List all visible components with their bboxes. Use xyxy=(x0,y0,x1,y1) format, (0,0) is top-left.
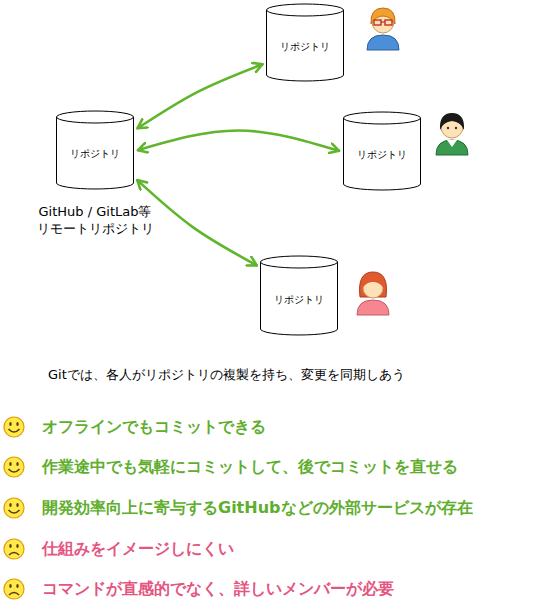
repository-cylinder: リポジトリ xyxy=(343,112,421,190)
list-item-text: 作業途中でも気軽にコミットして、後でコミットを直せる xyxy=(42,457,458,477)
smiley-icon xyxy=(4,417,24,437)
person-hair xyxy=(362,276,384,288)
smiley-eye xyxy=(9,422,11,426)
frown-icon xyxy=(4,579,24,599)
repository-label: リポジトリ xyxy=(343,112,421,190)
person-hair xyxy=(360,272,387,297)
frown-face xyxy=(4,579,24,599)
person-collar xyxy=(447,140,457,147)
list-item-text: コマンドが直感的でなく、詳しいメンバーが必要 xyxy=(42,579,394,599)
person-glasses xyxy=(385,20,392,25)
sync-arrow xyxy=(138,130,339,150)
smiley-eye xyxy=(9,462,11,466)
frown-mouth xyxy=(9,553,19,556)
person-hair xyxy=(371,8,395,24)
cylinder-top xyxy=(267,4,344,16)
frown-eye xyxy=(16,544,18,548)
person-icon xyxy=(357,272,389,315)
remote-caption: GitHub / GitLab等 リモートリポジトリ xyxy=(15,203,175,237)
repository-cylinder: リポジトリ xyxy=(260,256,338,335)
person-shirt xyxy=(367,35,399,50)
smiley-mouth xyxy=(9,429,20,432)
frown-eye xyxy=(9,544,11,548)
smiley-face xyxy=(4,417,24,437)
frown-eye xyxy=(16,584,18,588)
cylinder-top xyxy=(57,111,134,123)
smiley-eye xyxy=(16,422,18,426)
person-glasses xyxy=(374,20,381,25)
smiley-eye xyxy=(16,503,18,507)
person-icon xyxy=(436,113,468,155)
list-item-text: オフラインでもコミットできる xyxy=(42,417,266,437)
smiley-eye xyxy=(16,462,18,466)
person-shirt xyxy=(436,140,468,155)
connector-layer xyxy=(137,64,339,265)
frown-eye xyxy=(9,584,11,588)
repository-cylinder: リポジトリGitHub / GitLab等 リモートリポジトリ xyxy=(56,111,134,189)
frown-face xyxy=(4,539,24,559)
smiley-eye xyxy=(9,503,11,507)
smiley-mouth xyxy=(9,510,20,513)
caption-text: Gitでは、各人がリポジトリの複製を持ち、変更を同期しあう xyxy=(48,366,405,384)
repository-label: リポジトリ xyxy=(260,256,338,335)
repository-label: リポジトリ xyxy=(56,111,134,189)
cylinder-top xyxy=(344,112,421,124)
person-hair xyxy=(440,113,464,130)
list-item-text: 開発効率向上に寄与するGitHubなどの外部サービスが存在 xyxy=(42,498,473,518)
repository-cylinder: リポジトリ xyxy=(266,4,344,81)
frown-icon xyxy=(4,539,24,559)
list-item-text: 仕組みをイメージしにくい xyxy=(42,539,234,559)
frown-mouth xyxy=(9,593,19,596)
person-shirt xyxy=(357,300,389,315)
person-eye xyxy=(447,127,449,129)
repository-label: リポジトリ xyxy=(266,4,344,81)
person-eye xyxy=(455,127,457,129)
cylinder-top xyxy=(261,256,338,268)
sync-arrow xyxy=(137,180,256,265)
smiley-face xyxy=(4,457,24,477)
smiley-icon xyxy=(4,498,24,518)
person-icon xyxy=(367,8,399,50)
smiley-face xyxy=(4,498,24,518)
smiley-icon xyxy=(4,457,24,477)
sync-arrow xyxy=(138,64,263,128)
smiley-mouth xyxy=(9,469,20,472)
person-glasses xyxy=(381,21,385,22)
